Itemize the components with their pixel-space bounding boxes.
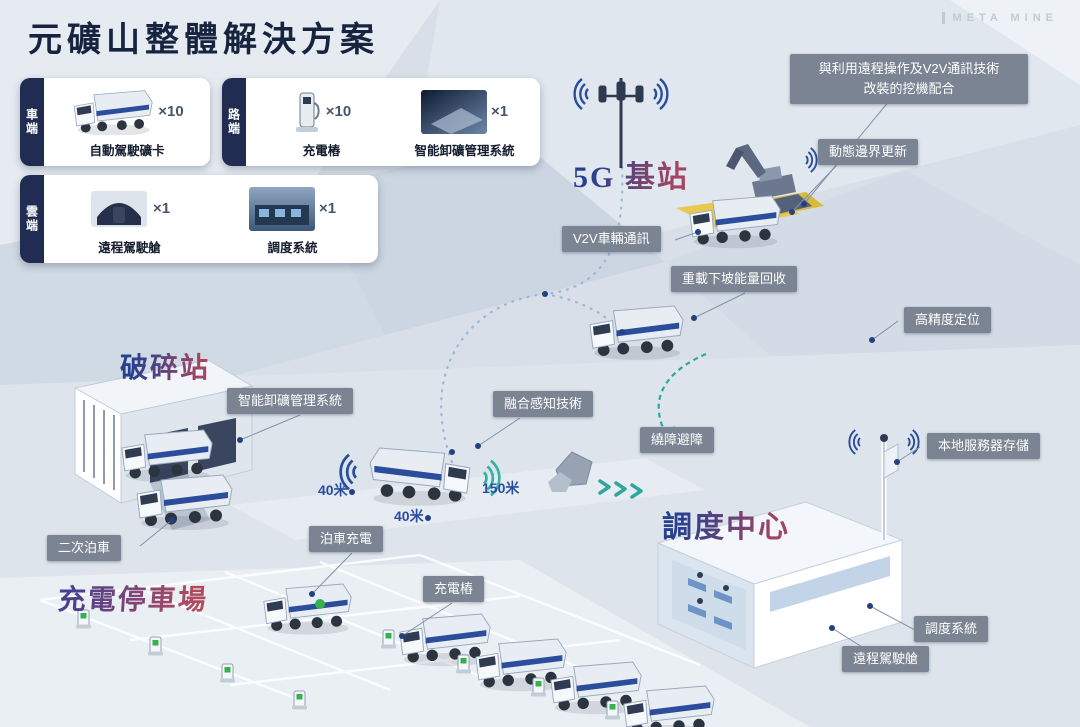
legend-vehicle-body: ×10 自動駕駛礦卡 bbox=[44, 78, 210, 166]
5g-tower-illustration bbox=[598, 78, 644, 168]
page-title: 元礦山整體解決方案 bbox=[28, 22, 379, 59]
legend-truck-media: ×10 bbox=[70, 83, 184, 140]
legend-cloud: 雲端 ×1 遠程駕駛艙 bbox=[20, 175, 378, 263]
brand-bar-icon bbox=[941, 12, 945, 24]
legend-vehicle-tab: 車端 bbox=[20, 78, 44, 166]
callout-secondary-parking: 二次泊車 bbox=[47, 535, 122, 562]
area-title-charging-lot: 充電停車場 bbox=[57, 578, 210, 618]
charging-piles bbox=[75, 599, 621, 720]
connector-dots bbox=[169, 201, 900, 639]
dispatch-system-thumbnail-icon bbox=[248, 186, 315, 231]
cockpit-thumbnail-icon bbox=[90, 190, 147, 227]
legend-name: 調度系統 bbox=[267, 241, 318, 255]
legend-name: 遠程駕駛艙 bbox=[98, 241, 161, 255]
legend-dispatch-media: ×1 bbox=[248, 180, 337, 237]
callout-dispatch-system: 調度系統 bbox=[914, 616, 989, 643]
distance-label-1: 40米 bbox=[318, 482, 348, 498]
callout-remote-cockpit: 遠程駕駛艙 bbox=[842, 646, 930, 673]
distance-label-3: 40米 bbox=[394, 508, 424, 524]
callout-obstacle-avoidance: 繞障避障 bbox=[640, 427, 715, 454]
callout-parking-charging: 泊車充電 bbox=[309, 526, 384, 553]
brand-text: META MINE bbox=[952, 12, 1058, 24]
server-antenna-illustration bbox=[880, 434, 899, 540]
callout-energy-recovery: 重載下坡能量回收 bbox=[671, 266, 798, 293]
legend-road: 路端 ×10 充電樁 bbox=[222, 78, 540, 166]
direction-chevrons-icon bbox=[598, 479, 643, 499]
legend-charger-media: ×10 bbox=[292, 83, 351, 140]
callout-charging-pile: 充電樁 bbox=[423, 576, 485, 603]
legend-item-cockpit: ×1 遠程駕駛艙 bbox=[50, 180, 209, 258]
legend-road-tab: 路端 bbox=[222, 78, 246, 166]
area-title-dispatch-center: 調度中心 bbox=[662, 502, 790, 546]
callout-unloading-mgmt: 智能卸礦管理系統 bbox=[227, 388, 354, 415]
callout-connectors bbox=[139, 99, 921, 648]
legend-road-body: ×10 充電樁 ×1 智能卸礦管理系統 bbox=[246, 78, 540, 166]
callout-v2v: V2V車輛通訊 bbox=[562, 226, 661, 253]
legend-cloud-body: ×1 遠程駕駛艙 ×1 bbox=[44, 175, 378, 263]
legend-item-charger: ×10 充電樁 bbox=[252, 83, 391, 161]
legend-item-truck: ×10 自動駕駛礦卡 bbox=[50, 83, 204, 161]
legend-count: ×10 bbox=[158, 103, 184, 120]
legend-count: ×10 bbox=[325, 103, 352, 120]
dispatch-center-building bbox=[656, 501, 904, 669]
legend-cockpit-media: ×1 bbox=[89, 180, 170, 237]
brand-logo: META MINE bbox=[941, 12, 1059, 24]
legend-item-unloading-system: ×1 智能卸礦管理系統 bbox=[395, 83, 534, 161]
area-title-5g-station: 5G 基站 bbox=[573, 152, 689, 196]
distance-label-2: 150米 bbox=[482, 480, 520, 496]
legend-name: 智能卸礦管理系統 bbox=[414, 144, 515, 158]
legend-count: ×1 bbox=[152, 200, 171, 217]
unloading-system-thumbnail-icon bbox=[420, 89, 487, 134]
callout-excavator-note: 與利用遠程操作及V2V通訊技術 改裝的挖機配合 bbox=[790, 54, 1028, 105]
legend-count: ×1 bbox=[318, 200, 337, 217]
callout-fusion-sensing: 融合感知技術 bbox=[493, 391, 594, 418]
area-title-crusher-station: 破碎站 bbox=[120, 346, 210, 386]
rocks-illustration bbox=[548, 451, 593, 492]
legend-item-dispatch-system: ×1 調度系統 bbox=[213, 180, 372, 258]
legend-unloading-media: ×1 bbox=[420, 83, 509, 140]
legend-vehicle: 車端 ×10 自動駕駛礦卡 bbox=[20, 78, 210, 166]
charger-thumbnail-icon bbox=[295, 92, 320, 132]
callout-dynamic-boundary: 動態邊界更新 bbox=[818, 139, 919, 166]
truck-thumbnail-icon bbox=[74, 89, 153, 135]
legend-cloud-tab: 雲端 bbox=[20, 175, 44, 263]
legend-count: ×1 bbox=[490, 103, 509, 120]
parking-lines bbox=[39, 553, 701, 702]
legend-name: 自動駕駛礦卡 bbox=[89, 144, 165, 158]
callout-high-precision: 高精度定位 bbox=[904, 307, 992, 334]
callout-local-server: 本地服務器存儲 bbox=[927, 433, 1041, 460]
legend-name: 充電樁 bbox=[302, 144, 341, 158]
